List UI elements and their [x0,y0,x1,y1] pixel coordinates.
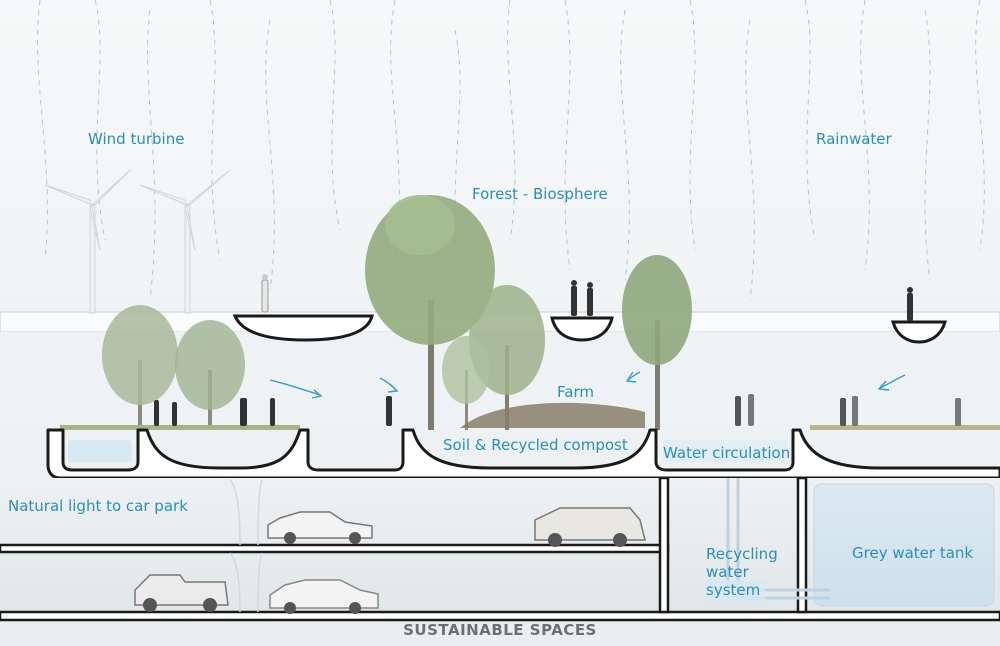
cars [134,507,646,614]
car-park-mid-slab [0,543,670,554]
car-park-columns [229,479,263,613]
car-sedan-upper [267,511,373,544]
label-wind-turbine: Wind turbine [88,130,185,148]
label-recycling-2: water [706,563,749,581]
label-farm: Farm [557,383,594,401]
label-rainwater: Rainwater [816,130,892,148]
label-recycling-1: Recycling [706,545,778,563]
label-water-circulation: Water circulation [663,444,791,462]
airflow-arrows [269,371,906,399]
label-natural-light: Natural light to car park [8,497,188,515]
roof-planters [232,314,947,344]
wind-turbines [44,169,231,314]
planter-water-pocket [68,440,132,462]
water-circulation-channel [663,440,787,462]
grey-water-tank [813,483,995,607]
farm-soil [460,402,645,428]
trees [102,195,692,430]
recycling-tank [705,580,765,602]
car-suv-upper [534,507,646,547]
shaft-wall-right [796,476,808,614]
label-recycling-3: system [706,581,761,599]
grass-right [810,425,1000,430]
label-soil-compost: Soil & Recycled compost [443,436,628,454]
people [154,274,961,426]
car-sedan-lower [269,579,379,614]
main-slab [46,428,1000,480]
grass-left [60,425,300,430]
shaft-wall-left [658,476,670,614]
car-jeep-lower [134,574,229,612]
diagram-title: SUSTAINABLE SPACES [403,621,597,639]
ground-slab [0,610,1000,622]
label-grey-water-tank: Grey water tank [852,544,974,562]
label-forest-biosphere: Forest - Biosphere [472,185,608,203]
